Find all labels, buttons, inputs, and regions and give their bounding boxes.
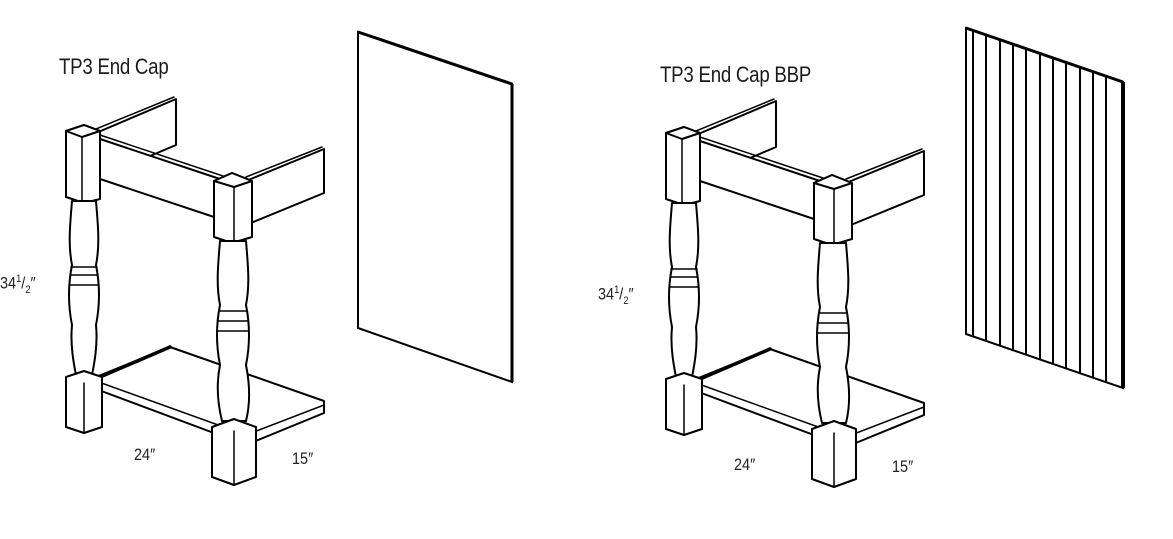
height-whole: 34 [0,273,17,293]
height-whole: 34 [598,284,615,304]
height-unit: ″ [628,284,634,304]
width-dimension-label: 24″ [134,445,156,464]
height-dimension-label: 341/2″ [598,284,634,308]
height-fraction-den: 2 [25,284,31,297]
height-unit: ″ [30,273,36,293]
beadboard-end-panel [965,26,1125,390]
height-fraction-num: 1 [16,273,22,285]
height-dimension-label: 341/2″ [0,273,36,297]
diagram-title-end-cap-bbp: TP3 End Cap BBP [660,62,812,87]
diagram-title-end-cap: TP3 End Cap [59,54,169,79]
depth-dimension-label: 15″ [292,449,314,468]
height-fraction-den: 2 [623,295,629,308]
end-cap-bbp-frame [664,97,926,489]
width-dimension-label: 24″ [734,455,756,474]
end-cap-frame [64,95,326,487]
height-fraction-num: 1 [614,284,620,296]
depth-dimension-label: 15″ [892,457,914,476]
flat-end-panel [357,30,514,384]
